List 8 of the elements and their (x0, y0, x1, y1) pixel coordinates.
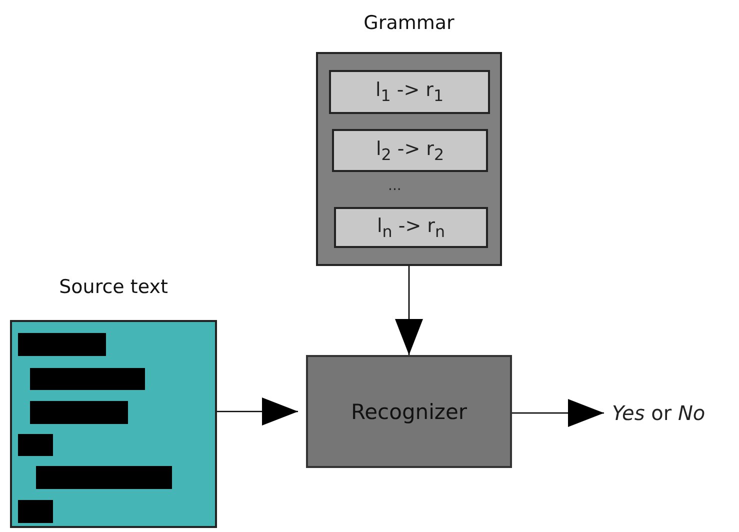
output-text: Yes or No (612, 398, 736, 428)
ellipsis-text: ... (388, 178, 402, 194)
arrow (217, 398, 298, 426)
arrow (395, 266, 423, 355)
panel-heading: Source text (58, 276, 169, 298)
process-box: Recognizer (306, 355, 512, 468)
arrow (512, 399, 604, 427)
panel-heading: Grammar (362, 12, 456, 34)
